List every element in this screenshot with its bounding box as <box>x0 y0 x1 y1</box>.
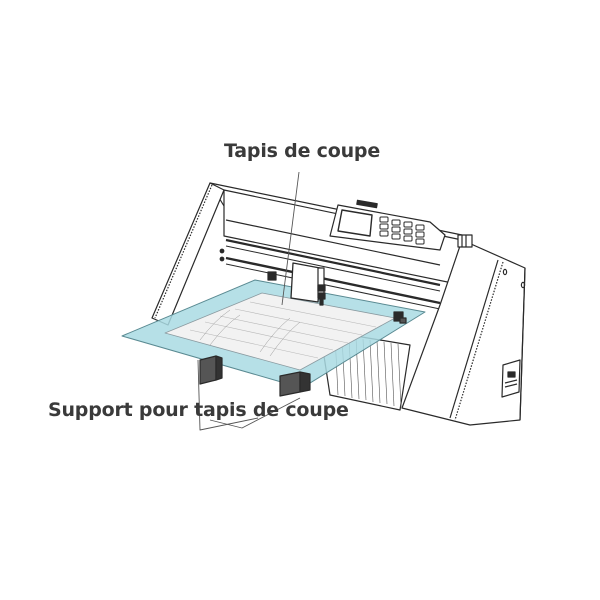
label-mat-support: Support pour tapis de coupe <box>48 399 349 421</box>
cutter-carriage <box>267 262 407 324</box>
side-panel <box>401 234 526 426</box>
callout-lines <box>197 171 301 431</box>
control-panel <box>329 199 446 251</box>
label-cutting-mat: Tapis de coupe <box>224 140 381 162</box>
callout-line-support-a <box>197 359 259 431</box>
callout-line-mat <box>281 171 300 306</box>
callout-line-support-b <box>209 397 301 429</box>
power-switch <box>501 359 521 398</box>
mat-support <box>199 355 311 397</box>
